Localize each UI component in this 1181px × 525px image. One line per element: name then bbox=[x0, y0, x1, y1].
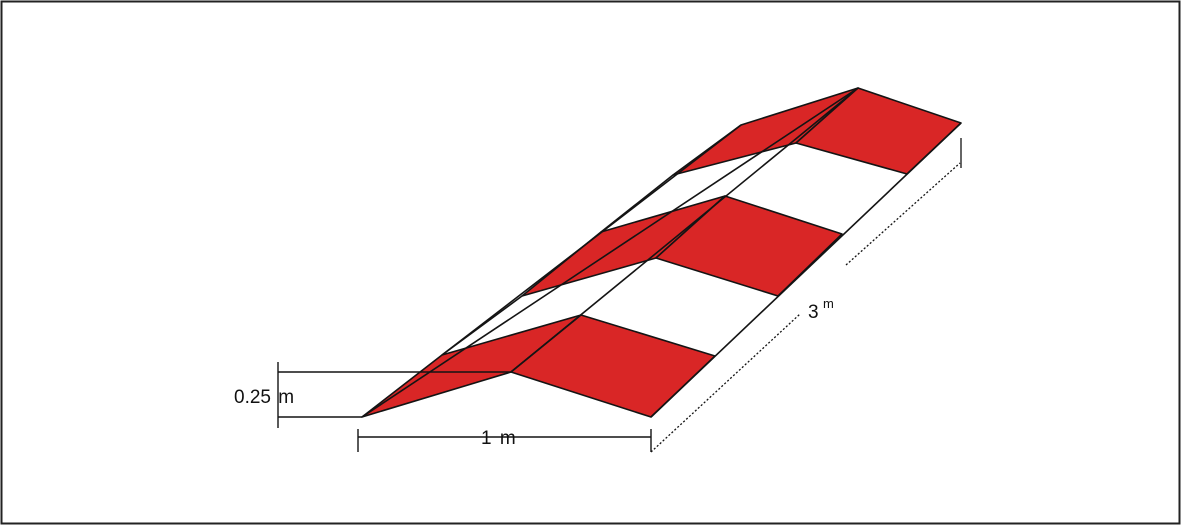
height-value: 0.25 bbox=[234, 387, 271, 408]
ramp-far-edge bbox=[650, 122, 962, 418]
width-label: 1 m bbox=[481, 428, 516, 449]
width-unit: m bbox=[500, 428, 516, 449]
ramp-ridge bbox=[510, 87, 859, 373]
height-label: 0.25 m bbox=[234, 387, 294, 408]
white-section-divider-1 bbox=[441, 295, 523, 356]
ramp-bottom-edge bbox=[361, 87, 859, 418]
length-dimension-line-lower bbox=[650, 313, 801, 453]
length-dimension bbox=[650, 138, 962, 453]
length-value: 3 bbox=[808, 302, 819, 323]
ramp-upslope-crest bbox=[441, 124, 742, 356]
length-unit: m bbox=[823, 296, 834, 311]
height-dimension bbox=[277, 362, 511, 428]
white-section-divider-2 bbox=[600, 174, 674, 233]
width-value: 1 bbox=[481, 428, 492, 449]
speed-ramp bbox=[361, 87, 962, 418]
width-dimension bbox=[357, 429, 652, 452]
height-unit: m bbox=[278, 387, 294, 408]
length-dimension-line-upper bbox=[845, 162, 961, 266]
length-label: 3 m bbox=[808, 296, 834, 323]
